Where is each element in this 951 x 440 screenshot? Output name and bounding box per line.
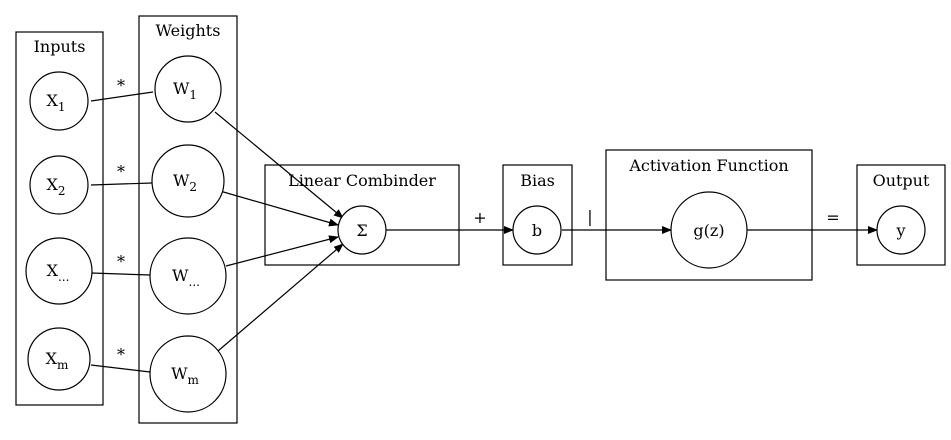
weight-node-label: W (173, 171, 190, 190)
linear-combiner-cluster-label: Linear Combinder (288, 171, 436, 190)
inputs-cluster: Inputs (15, 31, 104, 406)
svg-text:Xm: Xm (46, 349, 69, 372)
inputs-cluster-label: Inputs (34, 37, 86, 56)
activation-cluster-label: Activation Function (628, 156, 788, 175)
linear-combiner-cluster: Linear Combinder (264, 164, 460, 266)
activation-node: g(z) (670, 191, 748, 269)
edge-x3-w3 (90, 272, 151, 276)
input-node-subscript: ... (58, 270, 69, 284)
svg-text:W2: W2 (173, 171, 197, 194)
input-node-label: X (46, 91, 58, 110)
weight-node-subscript: m (188, 373, 200, 387)
svg-text:W1: W1 (173, 79, 197, 102)
multiply-label-1: * (117, 76, 125, 95)
weight-node-subscript: 1 (189, 88, 197, 102)
input-node-subscript: 2 (58, 184, 66, 198)
bias-cluster-label: Bias (520, 171, 555, 190)
equals-label: = (826, 208, 839, 227)
output-node: y (876, 205, 926, 255)
edge-x2-w2 (90, 182, 153, 186)
input-node-subscript: 1 (58, 100, 66, 114)
plus-label: + (473, 208, 486, 227)
edge-xm-wm (90, 364, 151, 373)
sum-node: Σ (337, 205, 387, 255)
weight-node-w3: W... (149, 237, 227, 315)
edge-wm-sum (217, 243, 344, 352)
input-node-x2: X2 (29, 155, 89, 215)
activation-cluster: Activation Function (605, 149, 813, 281)
weights-cluster-label: Weights (156, 21, 221, 40)
edge-w3-sum (225, 235, 339, 267)
weight-node-subscript: ... (189, 275, 200, 289)
edge-w2-sum (219, 190, 339, 227)
weight-node-label: W (172, 266, 189, 285)
svg-text:X2: X2 (46, 175, 65, 198)
multiply-label-3: * (117, 252, 125, 271)
input-node-subscript: m (57, 358, 69, 372)
input-node-label: X (47, 261, 59, 280)
multiply-label-4: * (117, 345, 125, 364)
edge-w1-sum (214, 111, 344, 219)
bias-node-label: b (532, 221, 542, 240)
weights-cluster: Weights (138, 15, 238, 424)
weight-node-label: W (173, 79, 190, 98)
svg-text:X...: X... (47, 261, 70, 284)
svg-text:W...: W... (172, 266, 200, 289)
svg-text:Wm: Wm (171, 364, 199, 387)
svg-text:X1: X1 (46, 91, 65, 114)
activation-node-label: g(z) (693, 221, 724, 240)
input-node-x3: X... (25, 237, 93, 305)
bias-cluster: Bias (502, 164, 573, 266)
weight-node-w1: W1 (154, 55, 222, 123)
input-node-label: X (46, 175, 58, 194)
output-node-label: y (895, 221, 905, 240)
output-cluster-label: Output (873, 171, 930, 190)
weight-node-w2: W2 (151, 144, 225, 218)
sigma-symbol: Σ (356, 221, 367, 240)
weight-node-wm: Wm (149, 335, 227, 413)
input-node-x1: X1 (29, 71, 89, 131)
output-cluster: Output (856, 164, 946, 266)
weight-node-label: W (171, 364, 188, 383)
edge-x1-w1 (90, 91, 154, 102)
bias-node: b (512, 205, 562, 255)
pipe-label: | (587, 207, 592, 226)
multiply-label-2: * (117, 162, 125, 181)
weight-node-subscript: 2 (189, 180, 197, 194)
input-node-label: X (46, 349, 58, 368)
input-node-xm: Xm (27, 327, 91, 391)
